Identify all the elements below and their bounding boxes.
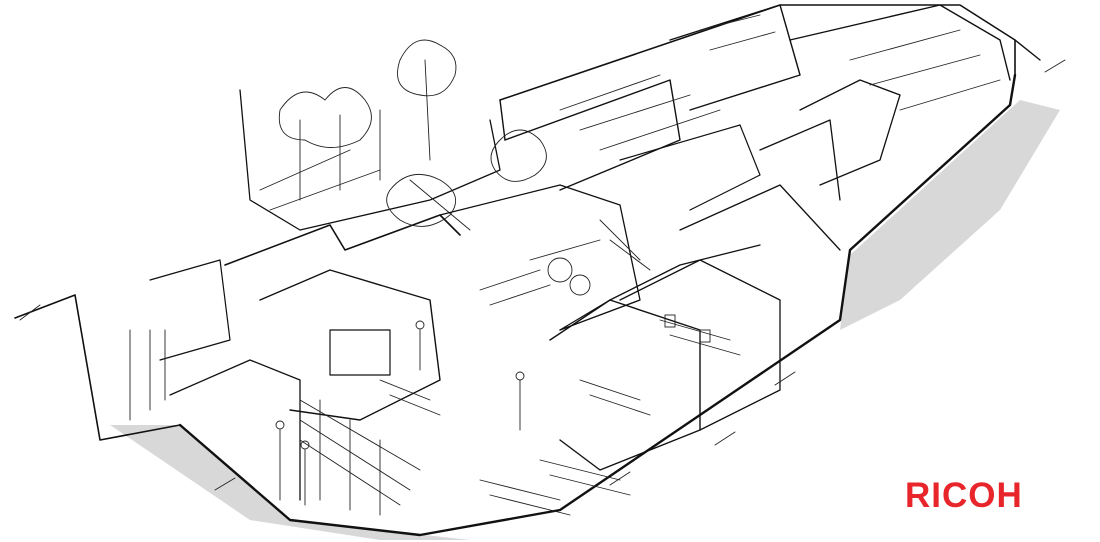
section-markers: [19, 59, 1066, 491]
lower-workstations: [275, 320, 631, 516]
meeting-rooms: [549, 259, 781, 471]
brand-name: RICOH: [905, 476, 1023, 515]
lounge-reception: [129, 259, 441, 516]
central-open-workspace: [439, 184, 841, 331]
upper-office-wing: [504, 4, 1011, 211]
building-shadow-lower: [110, 425, 470, 540]
courtyard-trees: [239, 39, 547, 231]
ricoh-logo: RICOH: [905, 478, 1065, 514]
building-shadow-right: [840, 100, 1060, 330]
